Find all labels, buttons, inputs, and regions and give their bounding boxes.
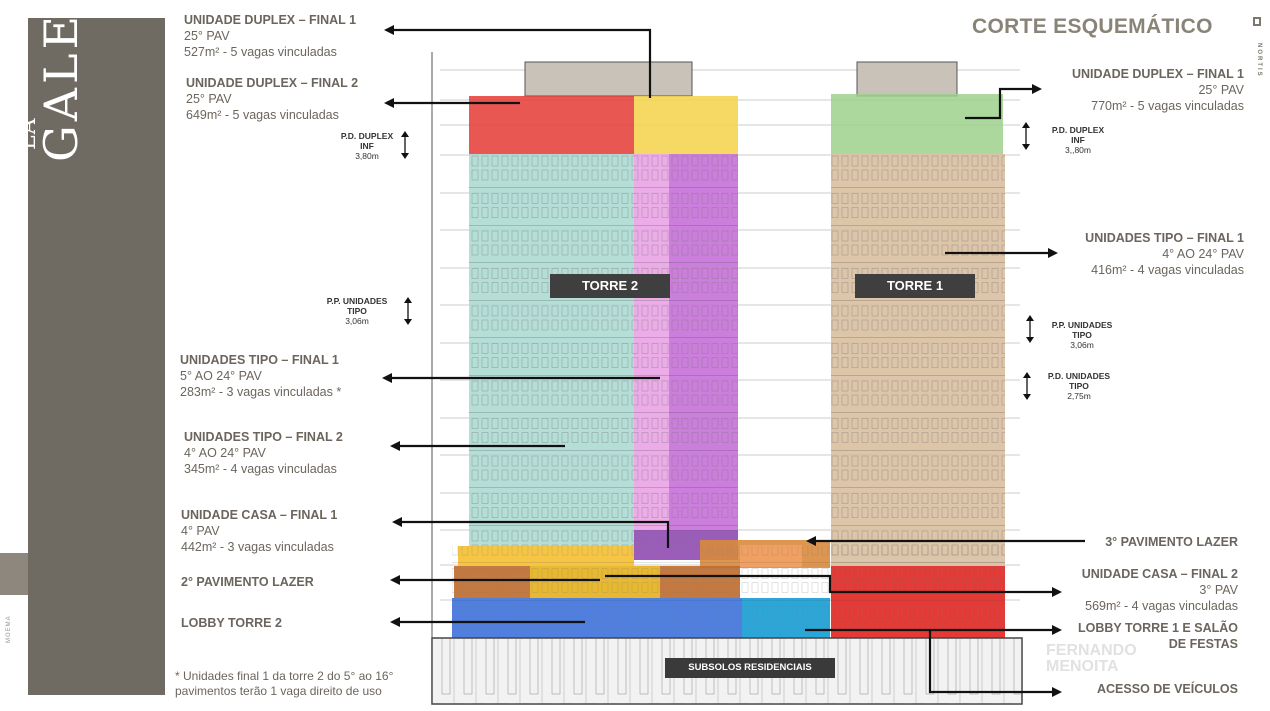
label-lazer-2: 2° PAVIMENTO LAZER [181, 575, 314, 589]
label-tipo-final1-t1: UNIDADES TIPO – FINAL 1 4° AO 24° PAV 41… [1085, 231, 1244, 277]
label-duplex-final1-t2: UNIDADE DUPLEX – FINAL 1 25° PAV 527m² -… [184, 13, 357, 59]
tower-2-badge: TORRE 2 [550, 274, 670, 298]
label-casa-final1: UNIDADE CASA – FINAL 1 4° PAV 442m² - 3 … [181, 508, 338, 554]
label-duplex-final1-t1: UNIDADE DUPLEX – FINAL 1 25° PAV 770m² -… [1071, 67, 1244, 113]
label-casa-final2: UNIDADE CASA – FINAL 2 3° PAV 569m² - 4 … [1081, 567, 1238, 613]
watermark: FERNANDO MENOITA [1046, 642, 1137, 675]
label-acesso-veiculos: ACESSO DE VEÍCULOS [1097, 682, 1238, 696]
footnote: * Unidades final 1 da torre 2 do 5° ao 1… [175, 669, 394, 698]
nortis-logo-icon [1253, 17, 1261, 26]
leader-lines [390, 28, 1085, 694]
basement-badge: SUBSOLOS RESIDENCIAIS [665, 658, 835, 678]
page-title: CORTE ESQUEMÁTICO [972, 15, 1213, 38]
label-tipo-final1-t2: UNIDADES TIPO – FINAL 1 5° AO 24° PAV 28… [180, 353, 342, 399]
height-pd-tipo-right: P.D. UNIDADES TIPO 2,75m [1047, 371, 1111, 401]
arrowheads [382, 25, 1062, 697]
height-pp-tipo-left: P.P. UNIDADES TIPO 3,06m [326, 296, 388, 326]
height-pd-duplex-left: P.D. DUPLEX INF 3,80m [340, 131, 394, 161]
side-tab [0, 553, 28, 595]
height-pp-tipo-right: P.P. UNIDADES TIPO 3,06m [1051, 320, 1113, 350]
brand-sidebar [28, 18, 165, 695]
height-pd-duplex-right: P.D. DUPLEX INF 3,,80m [1051, 125, 1105, 155]
label-lobby-t1: LOBBY TORRE 1 E SALÃO DE FESTAS [1078, 621, 1238, 651]
height-markers [404, 125, 1031, 397]
label-lobby-t2: LOBBY TORRE 2 [181, 616, 282, 630]
label-duplex-final2-t2: UNIDADE DUPLEX – FINAL 2 25° PAV 649m² -… [186, 76, 359, 122]
tower-1-badge: TORRE 1 [855, 274, 975, 298]
label-lazer-3: 3° PAVIMENTO LAZER [1105, 535, 1238, 549]
label-tipo-final2-t2: UNIDADES TIPO – FINAL 2 4° AO 24° PAV 34… [184, 430, 343, 476]
